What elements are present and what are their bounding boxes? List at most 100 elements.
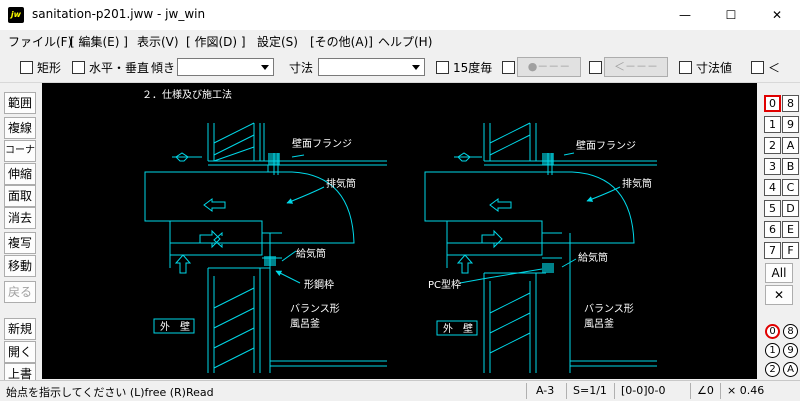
layer-panel: 0 8 1 9 2 A 3 B 4 C 5 D 6 E 7 F All ✕ 0 … <box>760 83 800 379</box>
group-button-1[interactable]: 1 <box>765 343 780 358</box>
angle15-checkbox[interactable] <box>436 61 449 74</box>
status-separator <box>614 383 615 399</box>
offset-line-button[interactable]: 複線 <box>4 117 36 139</box>
chevron-down-icon <box>258 60 272 74</box>
dimension-value-checkbox[interactable] <box>679 61 692 74</box>
tilt-label: 傾き <box>151 61 176 75</box>
right-pc-frame-label: PC型枠 <box>428 278 461 291</box>
group-button-0[interactable]: 0 <box>765 324 780 339</box>
new-button[interactable]: 新規 <box>4 318 36 340</box>
arrow-checkbox[interactable] <box>589 61 602 74</box>
horizontal-vertical-checkbox[interactable] <box>72 61 85 74</box>
layer-button-4[interactable]: 4 <box>764 179 781 196</box>
erase-button[interactable]: 消去 <box>4 207 36 229</box>
dimension-value-label: 寸法値 <box>696 61 733 75</box>
open-button[interactable]: 開く <box>4 341 36 363</box>
menu-edit[interactable]: [ 編集(E) ] <box>70 35 128 49</box>
arrow-line-button[interactable]: ＜－－－ <box>604 57 668 77</box>
copy-button[interactable]: 複写 <box>4 232 36 254</box>
paper-size[interactable]: A-3 <box>536 384 555 397</box>
title-bar: jw sanitation-p201.jww - jw_win — ☐ ✕ <box>0 0 800 30</box>
horizontal-vertical-label: 水平・垂直 <box>89 61 150 75</box>
right-flange-label: 壁面フランジ <box>576 139 636 152</box>
layer-button-7[interactable]: 7 <box>764 242 781 259</box>
left-wall-label: 外 壁 <box>160 320 190 333</box>
right-frame-mark <box>542 263 554 273</box>
scale-indicator[interactable]: S=1/1 <box>573 384 607 397</box>
app-icon: jw <box>8 7 24 23</box>
stretch-button[interactable]: 伸縮 <box>4 163 36 185</box>
window-title: sanitation-p201.jww - jw_win <box>32 7 206 21</box>
angle-indicator[interactable]: ∠0 <box>697 384 714 397</box>
layer-button-5[interactable]: 5 <box>764 200 781 217</box>
layer-indicator[interactable]: [0-0]0-0 <box>621 384 666 397</box>
all-layers-button[interactable]: All <box>765 263 793 283</box>
group-button-8[interactable]: 8 <box>783 324 798 339</box>
layer-button-9[interactable]: 9 <box>782 116 799 133</box>
layer-button-f[interactable]: F <box>782 242 799 259</box>
group-button-2[interactable]: 2 <box>765 362 780 377</box>
layer-button-c[interactable]: C <box>782 179 799 196</box>
left-balance-label: バランス形 <box>290 303 340 315</box>
layer-button-2[interactable]: 2 <box>764 137 781 154</box>
angle15-label: 15度毎 <box>453 61 493 75</box>
right-supply-label: 給気筒 <box>578 251 608 264</box>
left-detail-drawing <box>144 122 387 373</box>
layer-button-6[interactable]: 6 <box>764 221 781 238</box>
menu-bar: ファイル(F) [ 編集(E) ] 表示(V) [ 作図(D) ] 設定(S) … <box>0 30 800 52</box>
right-balance-label: バランス形 <box>584 303 634 315</box>
menu-draw[interactable]: [ 作図(D) ] <box>186 35 246 49</box>
corner-button[interactable]: コーナー <box>4 140 36 176</box>
chamfer-button[interactable]: 面取 <box>4 185 36 207</box>
maximize-icon: ☐ <box>725 8 737 22</box>
minimize-icon: — <box>679 8 691 22</box>
left-frame-mark <box>264 256 276 266</box>
right-flange-mark <box>542 153 554 165</box>
left-flange-label: 壁面フランジ <box>292 137 352 150</box>
status-separator <box>566 383 567 399</box>
zoom-indicator[interactable]: × 0.46 <box>727 384 765 397</box>
right-bath-label: 風呂釜 <box>584 317 614 330</box>
tilt-select[interactable] <box>177 58 274 76</box>
toolbar: 矩形 水平・垂直 傾き 寸法 15度毎 ●－－－ ＜－－－ 寸法値 ＜ <box>0 52 800 83</box>
left-bath-label: 風呂釜 <box>290 317 320 330</box>
layer-button-e[interactable]: E <box>782 221 799 238</box>
maximize-button[interactable]: ☐ <box>708 0 754 30</box>
move-button[interactable]: 移動 <box>4 255 36 277</box>
dimension-label: 寸法 <box>289 61 314 75</box>
status-separator <box>526 383 527 399</box>
layer-button-a[interactable]: A <box>782 137 799 154</box>
layer-button-8[interactable]: 8 <box>782 95 799 112</box>
dot-line-button[interactable]: ●－－－ <box>517 57 581 77</box>
layer-button-d[interactable]: D <box>782 200 799 217</box>
range-button[interactable]: 範囲 <box>4 92 36 114</box>
menu-settings[interactable]: 設定(S) <box>257 35 298 49</box>
minimize-button[interactable]: — <box>662 0 708 30</box>
menu-view[interactable]: 表示(V) <box>137 35 179 49</box>
menu-other[interactable]: [その他(A)] <box>310 35 373 49</box>
group-button-a[interactable]: A <box>783 362 798 377</box>
drawing-canvas[interactable]: ２．仕様及び施工法 壁面フランジ 排気筒 給気筒 形鋼枠 バランス形 風呂釜 外… <box>42 83 757 379</box>
dot-checkbox[interactable] <box>502 61 515 74</box>
less-than-checkbox[interactable] <box>751 61 764 74</box>
undo-button[interactable]: 戻る <box>4 281 36 303</box>
layer-button-1[interactable]: 1 <box>764 116 781 133</box>
overwrite-button[interactable]: 上書 <box>4 363 36 385</box>
group-button-9[interactable]: 9 <box>783 343 798 358</box>
close-button[interactable]: ✕ <box>754 0 800 30</box>
status-bar: 始点を指示してください (L)free (R)Read A-3 S=1/1 [0… <box>0 380 800 401</box>
dimension-select[interactable] <box>318 58 425 76</box>
menu-help[interactable]: ヘルプ(H) <box>378 35 433 49</box>
status-separator <box>690 383 691 399</box>
left-flange-mark <box>268 153 280 165</box>
layer-close-button[interactable]: ✕ <box>765 285 793 305</box>
menu-file[interactable]: ファイル(F) <box>8 35 73 49</box>
left-supply-label: 給気筒 <box>296 247 326 260</box>
layer-button-3[interactable]: 3 <box>764 158 781 175</box>
layer-button-b[interactable]: B <box>782 158 799 175</box>
layer-button-0[interactable]: 0 <box>764 95 781 112</box>
rectangle-label: 矩形 <box>37 61 62 75</box>
rectangle-checkbox[interactable] <box>20 61 33 74</box>
left-tool-panel: 範囲 複線 コーナー 伸縮 面取 消去 複写 移動 戻る 新規 開く 上書 <box>0 83 40 385</box>
right-detail-drawing <box>424 122 657 373</box>
